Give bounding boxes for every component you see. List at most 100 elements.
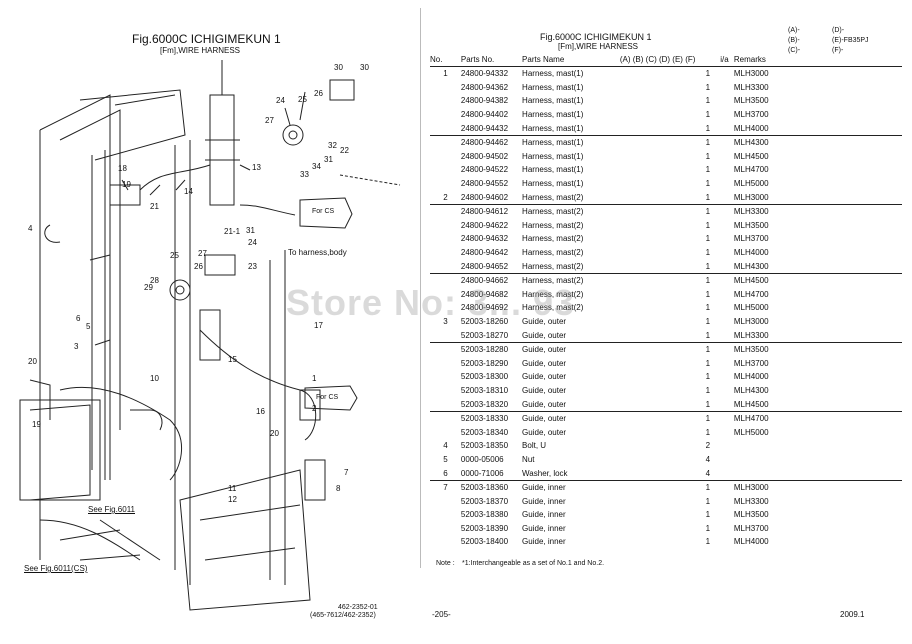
callout-number: 24: [276, 96, 285, 105]
cell-parts-no: 24800-94692: [460, 303, 509, 313]
cell-parts-no: 24800-94652: [460, 261, 509, 271]
cell-remarks: MLH4700: [733, 165, 769, 175]
cell-parts-name: Guide, outer: [522, 399, 567, 409]
cell-abcdef: [620, 190, 696, 204]
cell-abcdef: [620, 301, 696, 315]
callout-number: 19: [32, 420, 41, 429]
cell-qty: 1: [695, 341, 721, 357]
cell-qty: 1: [695, 134, 721, 150]
cell-ia: [720, 94, 734, 108]
callout-number: 19: [122, 180, 131, 189]
cell-abcdef: [620, 246, 696, 260]
cell-abcdef: [620, 453, 696, 467]
cell-abcdef: [620, 425, 696, 439]
cell-qty: 1: [705, 179, 711, 189]
cell-parts-no: 52003-18270: [460, 330, 509, 340]
cell-remarks: MLH3700: [733, 358, 769, 368]
cell-abcdef: [620, 384, 696, 398]
callout-number: 26: [314, 89, 323, 98]
callout-number: 28: [150, 276, 159, 285]
callout-number: 25: [298, 95, 307, 104]
cell-abcdef: [619, 341, 696, 357]
callout-number: 20: [28, 357, 37, 366]
cell-parts-no: 52003-18340: [460, 427, 509, 437]
legend-e: (E)‐FB35PJ: [832, 37, 869, 44]
cell-abcdef: [620, 177, 696, 191]
cell-ia: [720, 134, 734, 150]
cell-remarks: MLH3000: [733, 192, 769, 202]
cell-ia: [720, 370, 734, 384]
callout-number: 8: [336, 484, 341, 493]
cell-abcdef: [619, 203, 696, 219]
cell-remarks: MLH4700: [733, 410, 902, 426]
cell-ia: [720, 494, 734, 508]
cell-parts-no: 52003-18310: [460, 385, 509, 395]
cell-parts-no: 0000-71006: [460, 468, 504, 478]
legend-c: (C)‐: [788, 47, 801, 54]
cell-no: [430, 259, 461, 273]
cell-remarks: MLH5000: [733, 303, 769, 313]
cell-parts-name: Harness, mast(2): [522, 248, 584, 258]
cell-parts-name: Harness, mast(2): [522, 234, 584, 244]
cell-abcdef: [620, 370, 696, 384]
label-for-cs-mid: For CS: [316, 394, 339, 401]
cell-ia: [720, 341, 734, 357]
cell-abcdef: [620, 108, 696, 122]
cell-remarks: MLH3000: [733, 69, 769, 79]
cell-no: 5: [443, 454, 448, 464]
callout-number: 18: [118, 164, 127, 173]
cell-qty: 1: [705, 537, 711, 547]
cell-remarks: MLH4000: [733, 537, 769, 547]
cell-no: [430, 397, 461, 411]
cell-qty: 4: [705, 454, 711, 464]
cell-parts-name: Guide, inner: [522, 496, 566, 506]
cell-qty: 1: [705, 510, 711, 520]
cell-parts-name: Harness, mast(1): [522, 110, 584, 120]
cell-parts-name: Guide, outer: [522, 427, 567, 437]
cell-parts-no: 52003-18400: [460, 537, 509, 547]
cell-remarks: MLH3500: [733, 510, 769, 520]
cell-abcdef: [620, 494, 696, 508]
cell-qty: 1: [705, 123, 711, 133]
label-see-fig-6011: See Fig.6011: [88, 505, 135, 514]
right-figure-subtitle: [Fm],WIRE HARNESS: [558, 42, 639, 51]
cell-remarks: MLH4700: [733, 289, 769, 299]
cell-ia: [720, 246, 734, 260]
cell-parts-no: 52003-18330: [460, 410, 523, 426]
cell-ia: [720, 328, 734, 342]
callout-number: 22: [340, 146, 349, 155]
callout-number: 13: [252, 163, 261, 172]
col-no: No.: [430, 52, 461, 67]
cell-qty: 1: [705, 523, 711, 533]
cell-qty: 1: [705, 303, 711, 313]
cell-parts-name: Guide, inner: [522, 510, 566, 520]
cell-ia: [720, 259, 734, 273]
cell-qty: 1: [705, 289, 711, 299]
cell-parts-no: 52003-18370: [460, 496, 509, 506]
cell-abcdef: [620, 259, 696, 273]
cell-no: [430, 425, 461, 439]
cell-remarks: MLH3300: [733, 203, 902, 219]
cell-ia: [720, 410, 734, 426]
callout-number: 34: [312, 162, 321, 171]
cell-no: [430, 370, 461, 384]
col-qty: [695, 52, 721, 67]
callout-number: 24: [248, 238, 257, 247]
cell-no: [430, 232, 461, 246]
callout-number: 23: [248, 262, 257, 271]
cell-abcdef: [620, 150, 696, 164]
callout-number: 7: [344, 468, 349, 477]
page-divider: [420, 8, 421, 568]
cell-parts-name: Harness, mast(2): [522, 220, 584, 230]
cell-remarks: MLH4000: [733, 248, 769, 258]
cell-abcdef: [620, 356, 696, 370]
